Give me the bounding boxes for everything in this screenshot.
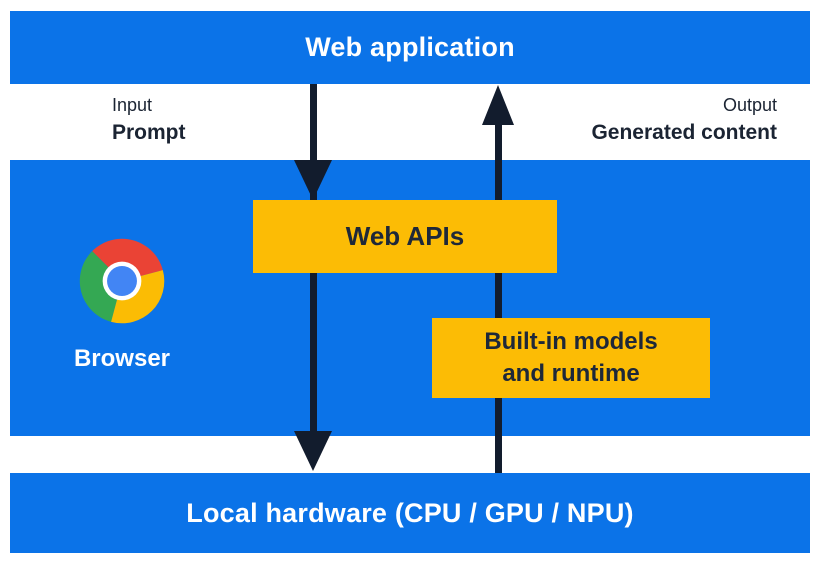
local-hardware-bar: Local hardware (CPU / GPU / NPU) (10, 473, 810, 553)
output-value: Generated content (591, 121, 777, 144)
web-application-label: Web application (305, 32, 515, 62)
web-application-bar: Web application (10, 11, 810, 84)
input-value: Prompt (112, 121, 186, 144)
browser-label: Browser (73, 345, 171, 372)
input-label-block: Input Prompt (112, 92, 186, 148)
up-arrow-shaft (495, 118, 502, 473)
builtin-models-box: Built-in models and runtime (432, 318, 710, 398)
down-arrowhead-to-hardware (294, 431, 332, 471)
up-arrowhead-to-web-application (482, 85, 514, 125)
output-label-block: Output Generated content (591, 92, 777, 148)
down-arrowhead-to-web-apis (294, 160, 332, 200)
output-caption: Output (722, 95, 777, 115)
web-apis-box: Web APIs (253, 200, 557, 273)
chrome-icon (79, 238, 165, 324)
input-caption: Input (112, 95, 153, 115)
web-apis-label: Web APIs (345, 221, 465, 251)
builtin-models-label: Built-in models and runtime (484, 326, 657, 390)
builtin-models-line1: Built-in models (484, 328, 658, 355)
local-hardware-label: Local hardware (CPU / GPU / NPU) (186, 497, 634, 528)
builtin-models-line2: and runtime (502, 360, 640, 387)
